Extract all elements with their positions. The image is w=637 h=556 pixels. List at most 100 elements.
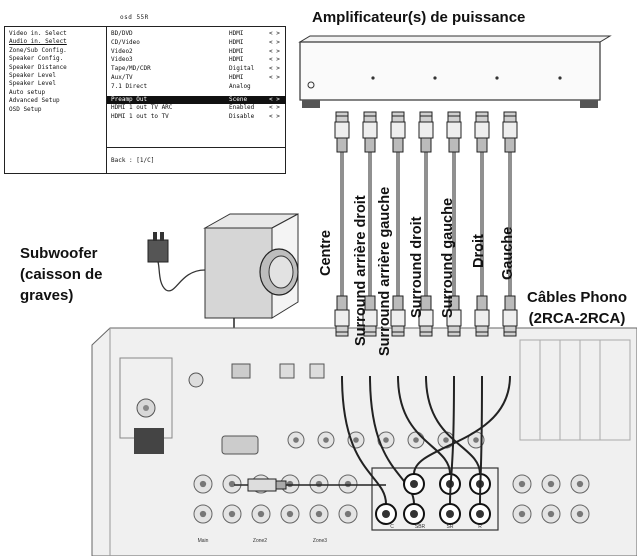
plug-tip — [447, 111, 461, 123]
osd-setting-value: HDMI — [229, 30, 244, 37]
plug-body — [446, 121, 462, 139]
rca-plug-receiver — [474, 295, 490, 337]
amplifier-label: Amplificateur(s) de puissance — [312, 9, 526, 26]
jack-label: SBR — [415, 524, 426, 530]
osd-setting-value: Enabled — [229, 104, 255, 112]
jack-label: SR — [447, 524, 454, 530]
osd-menu-item[interactable]: Speaker Level — [9, 80, 56, 88]
phono-cables-label-line-1: Câbles Phono — [527, 289, 628, 306]
osd-setting-row[interactable]: 7.1 Direct Analog — [107, 83, 286, 92]
rca-jack-pin — [413, 437, 419, 443]
plug-body — [334, 121, 350, 139]
phono-cables-label-line-2: (2RCA-2RCA) — [528, 310, 626, 327]
rca-plug-amplifier — [362, 111, 378, 153]
plug-tip — [335, 111, 349, 123]
osd-setting-arrows: < > — [269, 30, 280, 37]
channel-label: Surround droit — [409, 216, 425, 319]
osd-menu-item[interactable]: Speaker Config. — [9, 55, 64, 63]
osd-setting-value: HDMI — [229, 56, 244, 64]
osd-menu-item[interactable]: Audio in. Select — [9, 38, 67, 46]
phono-cable-receiver-run — [341, 375, 387, 505]
osd-menu-item[interactable]: Zone/Sub Config. — [9, 46, 67, 54]
rca-jack-pin — [323, 437, 329, 443]
jack-label: Zone2 — [253, 538, 267, 544]
jack-label: Main — [198, 538, 209, 544]
rca-jack-pin — [315, 510, 323, 518]
subwoofer-plug — [234, 478, 386, 492]
rca-plug-receiver — [390, 295, 406, 337]
rca-jack-pin — [286, 480, 294, 488]
rca-jack-pin — [473, 437, 479, 443]
osd-menu-item[interactable]: Video in. Select — [9, 30, 67, 37]
rca-jack-pin — [547, 480, 555, 488]
jack-label: Zone3 — [313, 538, 327, 544]
rca-plug-amplifier — [446, 111, 462, 153]
rca-jack-pin — [315, 480, 323, 488]
phono-cables-label: Câbles Phono (2RCA-2RCA) — [527, 287, 627, 329]
rca-jack-pin — [228, 480, 236, 488]
preamp-out-jack-pin — [446, 510, 454, 518]
osd-setting-name: 7.1 Direct — [111, 82, 148, 90]
rca-jack-pin — [443, 437, 449, 443]
osd-setting-arrows: < > — [269, 65, 280, 73]
osd-setting-value: Analog — [229, 82, 251, 90]
rca-plug-receiver — [334, 295, 350, 337]
osd-setting-value: Digital — [229, 65, 255, 73]
plug-grip — [504, 295, 516, 311]
plug-grip — [476, 295, 488, 311]
rca-jack-pin — [518, 480, 526, 488]
rca-jack-pin — [293, 437, 299, 443]
osd-menu-item[interactable]: Auto setup — [9, 88, 46, 96]
phono-cable-receiver-run — [449, 375, 455, 505]
osd-menu-item[interactable]: OSD Setup — [9, 105, 42, 113]
osd-setting-arrows: < > — [269, 113, 280, 121]
osd-setting-name: Video2 — [111, 47, 133, 55]
osd-setting-row[interactable]: BD/DVD HDMI < > — [107, 30, 286, 39]
plug-grip — [392, 295, 404, 311]
rca-jack-pin — [353, 437, 359, 443]
osd-title: osd 55R — [120, 14, 149, 21]
osd-setting-arrows: < > — [269, 56, 280, 64]
subwoofer-label-line-3: graves) — [20, 287, 74, 304]
channel-label: Centre — [318, 230, 334, 276]
preamp-out-jack-pin — [382, 510, 390, 518]
osd-menu-item[interactable]: Speaker Distance — [9, 63, 67, 71]
osd-menu-item[interactable]: Speaker Level — [9, 72, 56, 80]
channel-label: Gauche — [500, 226, 516, 280]
subwoofer-label: Subwoofer (caisson de graves) — [20, 243, 103, 306]
plug-body — [474, 121, 490, 139]
plug-body — [502, 309, 518, 327]
plug-tip — [391, 111, 405, 123]
plug-tip — [475, 111, 489, 123]
rca-plug-amplifier — [474, 111, 490, 153]
rca-plug-receiver — [362, 295, 378, 337]
plug-tip — [475, 325, 489, 337]
rca-jack-pin — [518, 510, 526, 518]
rca-plug-receiver — [502, 295, 518, 337]
plug-tip — [447, 325, 461, 337]
phono-cable-receiver-run — [413, 375, 511, 475]
plug-body — [418, 121, 434, 139]
rca-jack-pin — [576, 510, 584, 518]
rca-jack-pin — [344, 510, 352, 518]
osd-setting-name: BD/DVD — [111, 30, 133, 37]
rca-jack-pin — [228, 510, 236, 518]
plug-tip — [335, 325, 349, 337]
channel-label: Surround gauche — [440, 197, 456, 318]
osd-setting-name: Preamp Out — [111, 95, 148, 103]
subwoofer-label-line-2: (caisson de — [20, 266, 103, 283]
plug-grip — [336, 137, 348, 153]
osd-menu-item[interactable]: Advanced Setup — [9, 97, 60, 105]
plug-tip — [419, 325, 433, 337]
